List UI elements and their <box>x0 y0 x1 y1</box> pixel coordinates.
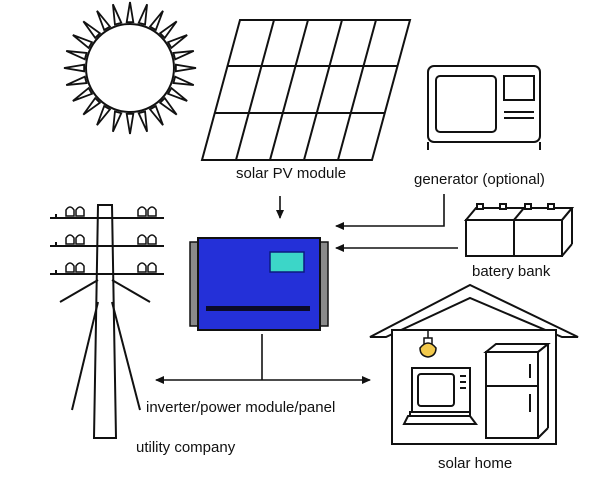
insulator <box>75 206 85 217</box>
sun-ray <box>65 50 88 61</box>
sun-ray <box>158 20 178 40</box>
computer-icon <box>402 367 478 425</box>
sun-ray <box>63 63 86 73</box>
sun-ray <box>96 104 112 126</box>
light-bulb-icon <box>419 330 437 358</box>
sun-ray <box>148 104 164 126</box>
sun-ray <box>172 50 195 61</box>
insulator <box>137 206 147 217</box>
connectors <box>155 194 458 384</box>
sun-ray <box>125 1 135 24</box>
insulator <box>75 234 85 245</box>
insulator <box>147 206 157 217</box>
sun-ray <box>174 63 197 73</box>
sun-ray <box>166 86 188 102</box>
sun-ray <box>166 34 188 50</box>
sun-ray <box>112 110 123 133</box>
sun-ray <box>125 112 135 135</box>
insulator <box>147 262 157 273</box>
sun-ray <box>172 75 195 86</box>
insulator <box>75 262 85 273</box>
label-solar-home: solar home <box>438 455 513 472</box>
label-battery-bank: batery bank <box>472 263 551 280</box>
insulator <box>65 206 75 217</box>
battery-icon <box>463 203 575 257</box>
pole-insulators <box>65 206 157 273</box>
sun-ray <box>65 75 88 86</box>
sun-ray <box>96 10 112 32</box>
label-generator: generator (optional) <box>414 171 545 188</box>
insulator <box>137 234 147 245</box>
sun-ray <box>82 20 102 40</box>
label-utility-company: utility company <box>136 439 236 456</box>
solar-panel-icon <box>200 19 412 161</box>
sun-ray <box>148 10 164 32</box>
insulator <box>65 234 75 245</box>
inverter-icon <box>189 237 329 331</box>
sun-ray <box>137 110 148 133</box>
arrow-generator-to-inverter <box>335 194 445 230</box>
sun-ray <box>72 34 94 50</box>
generator-icon <box>427 65 541 150</box>
refrigerator-icon <box>483 343 551 439</box>
utility-pole-icon <box>50 204 164 439</box>
sun-ray <box>72 86 94 102</box>
sun-icon <box>63 1 197 135</box>
insulator <box>137 262 147 273</box>
sun-ray <box>158 96 178 116</box>
sun-ray <box>137 3 148 26</box>
label-solar-pv-module: solar PV module <box>236 165 347 182</box>
insulator <box>65 262 75 273</box>
insulator <box>147 234 157 245</box>
sun-ray <box>112 3 123 26</box>
sun-ray <box>82 96 102 116</box>
label-inverter: inverter/power module/panel <box>146 399 336 416</box>
